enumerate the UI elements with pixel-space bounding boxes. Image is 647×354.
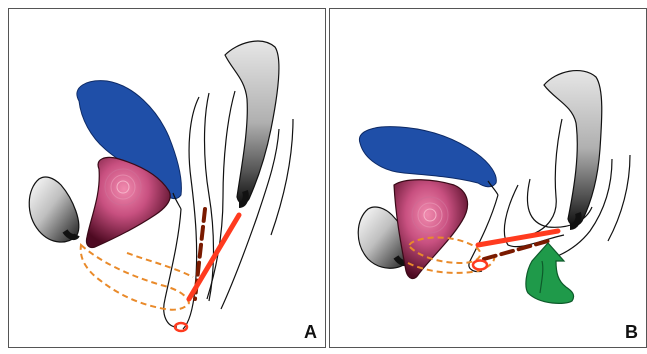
bladder bbox=[359, 127, 496, 187]
sacrum bbox=[544, 71, 602, 226]
panel-label-b: B bbox=[625, 322, 638, 343]
panel-b-diagram bbox=[330, 9, 647, 348]
panel-label-a: A bbox=[304, 322, 317, 343]
panel-a: A bbox=[8, 8, 326, 348]
red-ring bbox=[473, 261, 487, 270]
panel-a-diagram bbox=[9, 9, 326, 348]
panel-b: B bbox=[329, 8, 647, 348]
pelvic-floor-dashed-outline bbox=[81, 245, 189, 310]
sacrum bbox=[225, 41, 279, 203]
pubic-bone bbox=[29, 177, 79, 242]
